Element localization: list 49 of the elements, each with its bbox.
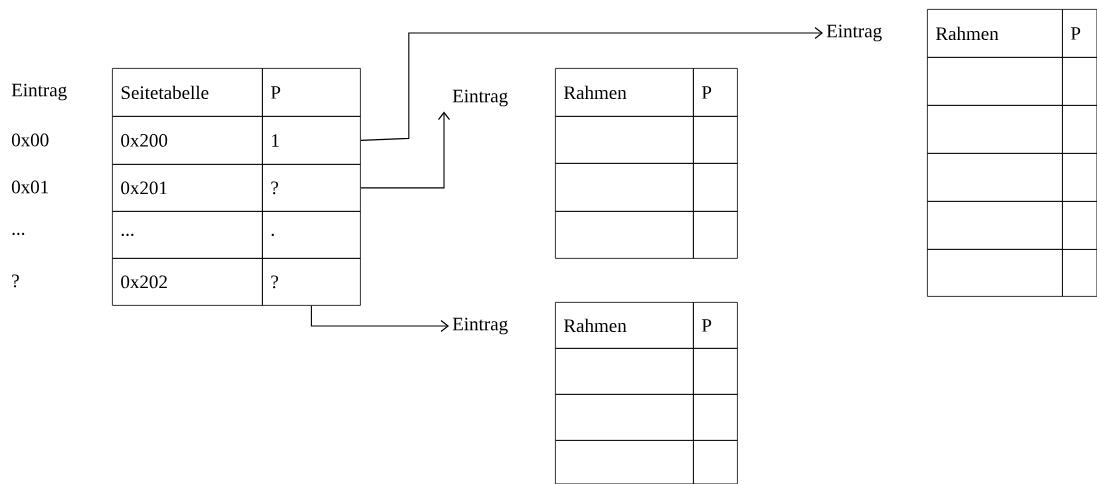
table-cell <box>927 153 1063 202</box>
table-cell: ... <box>112 211 263 259</box>
table-header-cell: P <box>1062 9 1097 58</box>
table-header-cell: P <box>262 68 361 117</box>
table-cell <box>927 249 1063 297</box>
table-cell <box>1062 105 1097 154</box>
table-cell <box>555 348 694 395</box>
row-label: ... <box>12 232 25 236</box>
entry-label: Eintrag <box>452 89 508 107</box>
row-label: 0x01 <box>11 180 49 194</box>
table-header-cell: P <box>693 68 738 117</box>
table-cell <box>1062 153 1097 202</box>
table-cell <box>927 105 1063 154</box>
table-cell <box>693 116 738 164</box>
arrow <box>360 111 451 189</box>
table-cell <box>693 211 738 259</box>
table-cell <box>555 116 694 164</box>
table-cell <box>555 394 694 441</box>
row-label: ? <box>12 274 19 288</box>
arrow <box>310 305 449 333</box>
table-cell <box>555 211 694 259</box>
table-cell <box>1062 57 1097 106</box>
table-header-cell: P <box>693 302 738 349</box>
table-cell: 1 <box>262 116 361 165</box>
table-cell: ? <box>262 258 361 306</box>
table-cell <box>1062 201 1097 250</box>
table-header-cell: Rahmen <box>927 9 1063 58</box>
table-cell: 0x201 <box>112 164 263 212</box>
arrow <box>360 26 823 141</box>
table-cell: 0x200 <box>112 116 263 165</box>
table-cell <box>555 440 694 484</box>
table-cell: ? <box>262 164 361 212</box>
table-cell <box>693 348 738 395</box>
table-cell <box>693 394 738 441</box>
table-cell <box>555 163 694 212</box>
entry-label: Eintrag <box>826 24 882 42</box>
table-cell <box>927 201 1063 250</box>
row-label: Eintrag <box>11 83 67 101</box>
table-cell <box>693 163 738 212</box>
table-cell <box>693 440 738 484</box>
table-cell <box>927 57 1063 106</box>
row-label: 0x00 <box>11 133 49 147</box>
table-cell: . <box>262 211 361 259</box>
table-header-cell: Seitetabelle <box>112 68 263 117</box>
entry-label: Eintrag <box>452 317 508 335</box>
table-cell: 0x202 <box>112 258 263 306</box>
table-cell <box>1062 249 1097 297</box>
table-header-cell: Rahmen <box>555 302 694 349</box>
table-header-cell: Rahmen <box>555 68 694 117</box>
